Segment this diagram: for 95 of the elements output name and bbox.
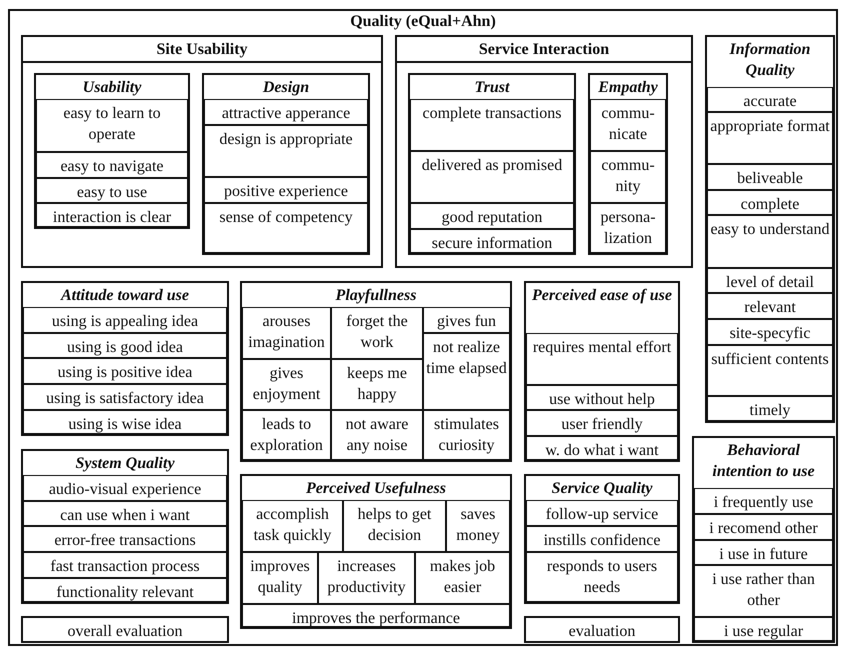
- category-heading: Site Usability: [156, 41, 248, 58]
- attribute-cell: accomplish task quickly: [242, 500, 343, 552]
- attribute-cell: easy to learn to operate: [36, 99, 188, 152]
- attribute-cell: commu-nicate: [590, 99, 666, 151]
- attribute-cell: not aware any noise: [331, 410, 423, 460]
- attribute-cell: makes job easier: [415, 552, 510, 604]
- category-heading: Trust: [474, 79, 510, 96]
- category-table: [408, 73, 576, 255]
- category-heading: Attitude toward use: [60, 287, 190, 304]
- attribute-cell: relevant: [707, 293, 833, 319]
- attribute-cell: complete: [707, 190, 833, 215]
- attribute-cell: using is good idea: [23, 333, 227, 358]
- attribute-cell: can use when i want: [23, 501, 227, 526]
- evaluation-cell: evaluation: [524, 616, 680, 643]
- category-table: [524, 281, 680, 462]
- category-table: [395, 35, 693, 268]
- category-heading: System Quality: [75, 455, 175, 472]
- attribute-cell: delivered as promised: [410, 151, 574, 203]
- category-heading: Usability: [82, 79, 142, 96]
- category-heading: Design: [262, 79, 310, 96]
- attribute-cell: good reputation: [410, 203, 574, 229]
- category-heading: Perceived Usefulness: [306, 480, 446, 497]
- attribute-cell: instills confidence: [526, 526, 678, 552]
- attribute-cell: sufficient contents: [707, 345, 833, 396]
- attribute-cell: attractive apperance: [204, 99, 368, 125]
- attribute-cell: i recomend other: [694, 514, 833, 540]
- attribute-cell: keeps me happy: [331, 359, 423, 410]
- attribute-cell: accurate: [707, 87, 833, 112]
- category-table: [240, 281, 512, 462]
- attribute-cell: improves quality: [242, 552, 318, 604]
- diagram-frame: [8, 9, 838, 646]
- category-heading: Service Quality: [552, 480, 652, 497]
- attribute-cell: i use rather than other: [694, 565, 833, 617]
- attribute-cell: i frequently use: [694, 488, 833, 514]
- attribute-cell: forget the work: [331, 307, 423, 359]
- category-table: [705, 35, 835, 423]
- category-heading: Behavioral intention to use: [712, 442, 815, 480]
- attribute-cell: arouses imagination: [242, 307, 331, 359]
- attribute-cell: gives enjoyment: [242, 359, 331, 410]
- attribute-cell: gives fun: [423, 307, 510, 333]
- category-heading: Quality (eQual+Ahn): [350, 13, 496, 30]
- attribute-cell: increases productivity: [318, 552, 415, 604]
- category-heading: Empathy: [598, 79, 658, 96]
- attribute-cell: audio-visual experience: [23, 475, 227, 501]
- attribute-cell: easy to understand: [707, 215, 833, 268]
- attribute-cell: use without help: [526, 385, 678, 410]
- category-table: [21, 281, 229, 436]
- attribute-cell: using is appealing idea: [23, 307, 227, 333]
- attribute-cell: i use in future: [694, 540, 833, 565]
- category-heading: Information Quality: [730, 41, 810, 79]
- category-table: [202, 73, 370, 255]
- category-table: [240, 474, 512, 629]
- attribute-cell: functionality relevant: [23, 578, 227, 602]
- attribute-cell: error-free transactions: [23, 526, 227, 552]
- category-table: [524, 474, 680, 604]
- attribute-cell: site-specyfic: [707, 319, 833, 345]
- attribute-cell: easy to use: [36, 178, 188, 203]
- attribute-cell: easy to navigate: [36, 152, 188, 178]
- attribute-cell: i use regular: [694, 617, 833, 641]
- attribute-cell: requires mental effort: [526, 333, 678, 385]
- attribute-cell: appropriate format: [707, 112, 833, 164]
- attribute-cell: beliveable: [707, 164, 833, 190]
- attribute-cell: saves money: [446, 500, 510, 552]
- attribute-cell: using is positive idea: [23, 358, 227, 384]
- attribute-cell: interaction is clear: [36, 203, 188, 227]
- category-heading: Service Interaction: [478, 41, 610, 58]
- attribute-cell: level of detail: [707, 268, 833, 293]
- category-table: [588, 73, 668, 255]
- attribute-cell: commu-nity: [590, 151, 666, 203]
- category-heading: Playfullness: [336, 287, 416, 304]
- attribute-cell: leads to exploration: [242, 410, 331, 460]
- attribute-cell: positive experience: [204, 177, 368, 203]
- attribute-cell: not realize time elapsed: [423, 333, 510, 410]
- category-table: [34, 73, 190, 229]
- evaluation-cell: overall evaluation: [21, 616, 229, 643]
- attribute-cell: stimulates curiosity: [423, 410, 510, 460]
- attribute-cell: using is wise idea: [23, 410, 227, 434]
- attribute-cell: fast transaction process: [23, 552, 227, 578]
- attribute-cell: helps to get decision: [343, 500, 446, 552]
- attribute-cell: design is appropriate: [204, 125, 368, 177]
- attribute-cell: follow-up service: [526, 500, 678, 526]
- attribute-cell: user friendly: [526, 410, 678, 436]
- category-table: [21, 449, 229, 604]
- attribute-cell: improves the performance: [242, 604, 510, 627]
- attribute-cell: timely: [707, 396, 833, 421]
- attribute-cell: w. do what i want: [526, 436, 678, 460]
- attribute-cell: using is satisfactory idea: [23, 384, 227, 410]
- attribute-cell: secure information: [410, 229, 574, 253]
- category-table: [21, 35, 383, 268]
- category-table: [692, 436, 835, 643]
- category-heading: Perceived ease of use: [532, 287, 672, 304]
- attribute-cell: sense of competency: [204, 203, 368, 253]
- attribute-cell: complete transactions: [410, 99, 574, 151]
- attribute-cell: responds to users needs: [526, 552, 678, 602]
- attribute-cell: persona-lization: [590, 203, 666, 253]
